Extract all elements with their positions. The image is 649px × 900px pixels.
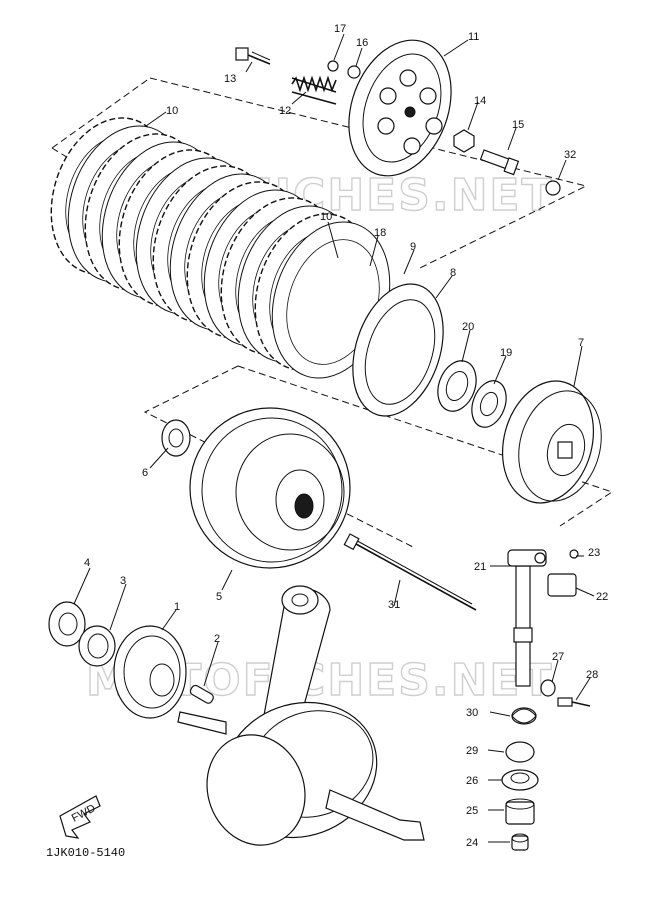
bushing-26	[501, 769, 539, 791]
callout-23: 23	[588, 547, 600, 559]
callout-8: 8	[450, 267, 456, 279]
forward-direction-arrow: FWD	[59, 795, 101, 839]
callout-27: 27	[552, 651, 564, 663]
callout-22: 22	[596, 591, 608, 603]
bearing-25	[505, 798, 535, 825]
callout-29: 29	[466, 745, 478, 757]
callout-20: 20	[462, 321, 474, 333]
washer-3	[78, 625, 116, 667]
woodruff-key	[189, 684, 214, 704]
callout-25: 25	[466, 805, 478, 817]
callout-28: 28	[586, 669, 598, 681]
callout-13: 13	[224, 73, 236, 85]
callout-5: 5	[216, 591, 222, 603]
callout-labels: 17 16 11 13 12 14 15 32 10 10 18 9 8 20 …	[84, 23, 608, 849]
callout-7: 7	[578, 337, 584, 349]
push-rod-31	[343, 533, 477, 611]
callout-31: 31	[388, 599, 400, 611]
thrust-washer-20	[437, 360, 477, 412]
callout-21: 21	[474, 561, 486, 573]
callout-26: 26	[466, 775, 478, 787]
push-rod-15	[479, 149, 520, 176]
ball-32	[545, 180, 561, 196]
callout-2: 2	[214, 633, 220, 645]
pressure-plate	[348, 39, 452, 177]
callout-11: 11	[468, 31, 479, 43]
callout-32: 32	[564, 149, 576, 161]
callout-6: 6	[142, 467, 148, 479]
oil-seal-29	[505, 741, 535, 763]
callout-18: 18	[374, 227, 386, 239]
diagram-code: 1JK010-5140	[46, 846, 125, 860]
callout-19: 19	[500, 347, 512, 359]
callout-14: 14	[474, 95, 486, 107]
friction-plate-front	[352, 283, 444, 417]
lever-22	[547, 573, 577, 597]
callout-15: 15	[512, 119, 524, 131]
clutch-bolt	[235, 47, 271, 65]
washer-4	[48, 601, 86, 647]
callout-30: 30	[466, 707, 478, 719]
washer-27	[540, 679, 556, 697]
thrust-washer-19	[471, 380, 507, 428]
spring-30	[511, 707, 537, 725]
callout-1: 1	[174, 601, 180, 613]
washer-16	[347, 65, 361, 79]
callout-17: 17	[334, 23, 346, 35]
bushing-24	[511, 833, 529, 851]
primary-drive-gear	[113, 625, 187, 719]
circlip-6	[161, 419, 191, 457]
callout-9: 9	[410, 241, 416, 253]
clutch-plate-stack	[50, 117, 391, 379]
clutch-boss	[501, 380, 602, 504]
crankshaft	[177, 585, 425, 846]
callout-16: 16	[356, 37, 368, 49]
screw-28	[557, 697, 591, 707]
locknut-14	[453, 129, 475, 153]
callout-3: 3	[120, 575, 126, 587]
leader-lines	[73, 33, 595, 843]
callout-10-mid: 10	[320, 211, 332, 223]
bolt-23	[569, 549, 579, 559]
callout-12: 12	[279, 105, 291, 117]
clutch-spring	[291, 75, 337, 105]
push-lever-shaft	[507, 549, 547, 687]
callout-4: 4	[84, 557, 90, 569]
callout-10-top: 10	[166, 105, 178, 117]
callout-24: 24	[466, 837, 478, 849]
primary-driven-gear	[189, 407, 351, 569]
nut-17	[327, 60, 339, 72]
